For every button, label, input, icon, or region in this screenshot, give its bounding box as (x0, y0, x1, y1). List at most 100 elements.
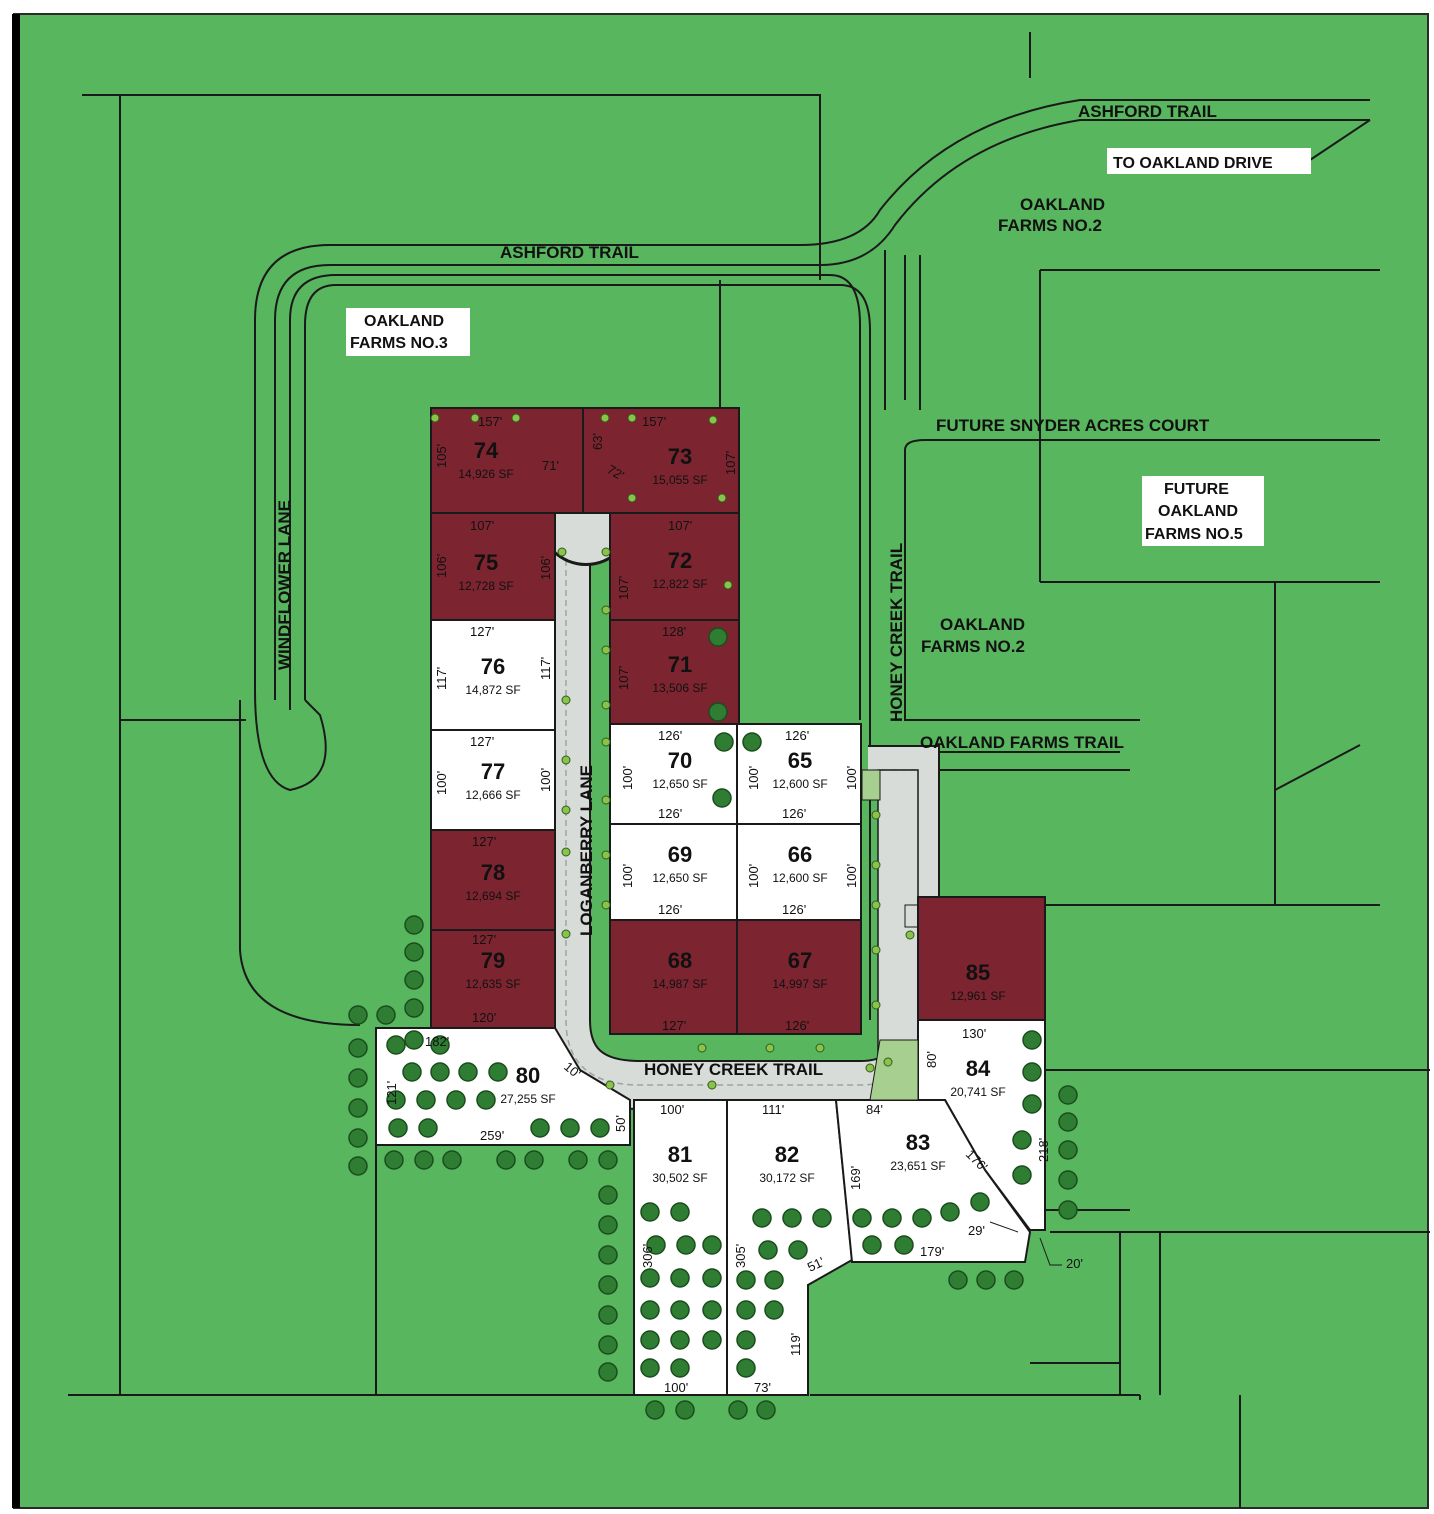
lot-66-parcel[interactable] (736, 823, 862, 921)
street-tree-icon (601, 795, 611, 805)
tree-icon (496, 1150, 516, 1170)
lot-68-parcel[interactable] (609, 919, 738, 1035)
tree-icon (976, 1270, 996, 1290)
lot-83-number: 83 (906, 1130, 930, 1155)
lot-76-number: 76 (481, 654, 505, 679)
lot-74-parcel[interactable] (430, 407, 584, 514)
lot-74-number: 74 (474, 438, 499, 463)
lot-67-parcel[interactable] (736, 919, 862, 1035)
label-oakland-farms-no2-mid-2: FARMS NO.2 (921, 637, 1025, 656)
dim-65-right: 100' (844, 766, 859, 790)
dim-77-right: 100' (538, 768, 553, 792)
lot-65-number: 65 (788, 748, 812, 773)
dim-75-top: 107' (470, 518, 494, 533)
street-tree-icon (871, 810, 881, 820)
street-tree-icon (605, 1080, 615, 1090)
street-tree-icon (627, 413, 637, 423)
tree-icon (590, 1118, 610, 1138)
tree-icon (348, 1038, 368, 1058)
tree-icon (882, 1208, 902, 1228)
tree-icon (348, 1068, 368, 1088)
tree-icon (404, 970, 424, 990)
lot-80-area: 27,255 SF (500, 1092, 555, 1106)
lot-76-parcel[interactable] (430, 619, 556, 731)
tree-icon (414, 1150, 434, 1170)
tree-icon (458, 1062, 478, 1082)
label-to-oakland-drive: TO OAKLAND DRIVE (1113, 155, 1273, 172)
dim-83-bottom: 179' (920, 1244, 944, 1259)
lot-71-number: 71 (668, 652, 692, 677)
road-outlines (239, 99, 1380, 1026)
lot-72-number: 72 (668, 548, 692, 573)
tree-icon (348, 1156, 368, 1176)
tree-icon (1004, 1270, 1024, 1290)
lot-79-number: 79 (481, 948, 505, 973)
lot-72-parcel[interactable] (609, 512, 740, 621)
street-tree-icon (601, 547, 611, 557)
street-tree-icon (600, 413, 610, 423)
tree-icon (736, 1300, 756, 1320)
dim-82-diag: 51' (805, 1254, 827, 1275)
street-trees (430, 413, 915, 1090)
label-future-oakland-no5-2: OAKLAND (1158, 503, 1238, 520)
dim-83-left: 169' (848, 1166, 863, 1190)
tree-icon (670, 1202, 690, 1222)
label-ashford-trail-mid: ASHFORD TRAIL (500, 243, 639, 262)
dim-65-top: 126' (785, 728, 809, 743)
lot-83-area: 23,651 SF (890, 1159, 945, 1173)
dim-79-bottom: 120' (472, 1010, 496, 1025)
tree-icon (714, 732, 734, 752)
dim-74-left: 105' (434, 444, 449, 468)
tree-icon (708, 627, 728, 647)
dim-65-left: 100' (746, 766, 761, 790)
tree-icon (1058, 1140, 1078, 1160)
lot-67-area: 14,997 SF (772, 977, 827, 991)
dim-83-top: 84' (866, 1102, 883, 1117)
label-ashford-trail-top: ASHFORD TRAIL (1078, 102, 1217, 121)
dim-74-top: 157' (478, 414, 502, 429)
lot-85-number: 85 (966, 960, 990, 985)
label-future-oakland-no5-3: FARMS NO.5 (1145, 526, 1243, 543)
lot-77-area: 12,666 SF (465, 788, 520, 802)
tree-icon (598, 1150, 618, 1170)
dim-72-top: 107' (668, 518, 692, 533)
dim-79-top: 127' (472, 932, 496, 947)
tree-icon (702, 1300, 722, 1320)
tree-icon (348, 1005, 368, 1025)
street-tree-icon (707, 1080, 717, 1090)
tree-icon (598, 1335, 618, 1355)
lot-80-parcel[interactable] (375, 1027, 631, 1146)
dim-82-right: 119' (788, 1333, 803, 1356)
lot-78-parcel[interactable] (430, 829, 556, 931)
tree-icon (388, 1118, 408, 1138)
street-tree-icon (871, 900, 881, 910)
lot-73-area: 15,055 SF (652, 473, 707, 487)
tree-icon (912, 1208, 932, 1228)
dim-77-top: 127' (470, 734, 494, 749)
label-future-snyder: FUTURE SNYDER ACRES COURT (936, 416, 1210, 435)
lot-75-parcel[interactable] (430, 512, 556, 621)
trees (348, 627, 1078, 1420)
tree-icon (752, 1208, 772, 1228)
tree-icon (728, 1400, 748, 1420)
street-tree-icon (561, 755, 571, 765)
tree-icon (712, 788, 732, 808)
lot-77-parcel[interactable] (430, 729, 556, 831)
label-oakland-farms-no2-top-2: FARMS NO.2 (998, 216, 1102, 235)
street-tree-icon (557, 547, 567, 557)
label-honey-creek-trail-bottom: HONEY CREEK TRAIL (644, 1060, 823, 1079)
tree-icon (376, 1005, 396, 1025)
tree-icon (708, 702, 728, 722)
lot-82-area: 30,172 SF (759, 1171, 814, 1185)
lot-69-parcel[interactable] (609, 823, 738, 921)
lot-73-parcel[interactable] (582, 407, 740, 514)
tree-icon (812, 1208, 832, 1228)
tree-icon (598, 1275, 618, 1295)
street-tree-icon (430, 413, 440, 423)
lot-79-parcel[interactable] (430, 929, 556, 1029)
tree-icon (1022, 1030, 1042, 1050)
tree-icon (416, 1090, 436, 1110)
tree-icon (1058, 1085, 1078, 1105)
tree-icon (404, 915, 424, 935)
